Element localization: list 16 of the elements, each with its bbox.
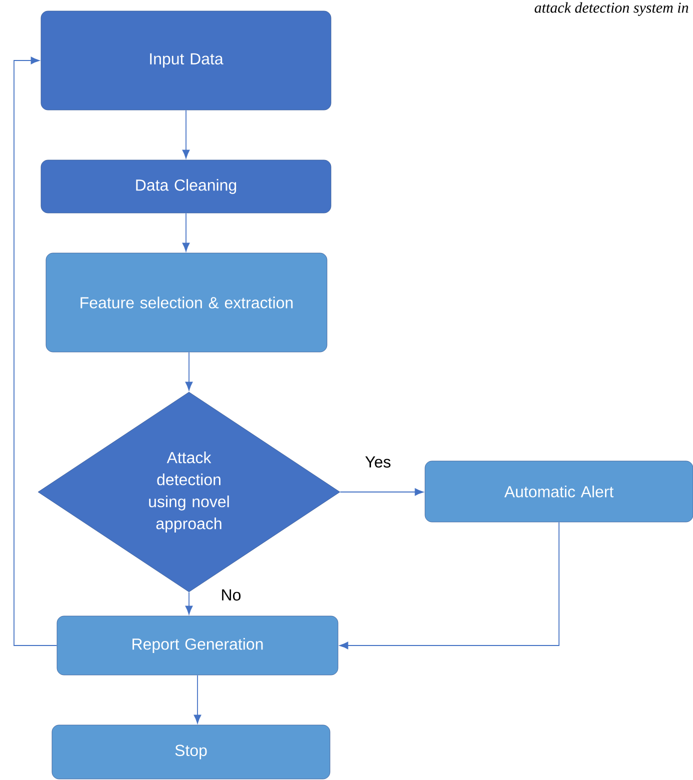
arrow <box>340 488 424 496</box>
arrow <box>340 522 560 650</box>
arrow <box>194 674 202 724</box>
arrow <box>182 212 190 252</box>
caption-text: attack detection system in <box>534 2 688 16</box>
arrow <box>14 56 58 646</box>
process-box: Stop <box>52 724 330 780</box>
process-box: Feature selection & extraction <box>46 252 328 352</box>
process-box: Input Data <box>40 10 332 110</box>
process-box: Report Generation <box>56 616 338 676</box>
edge-label: Yes <box>364 455 392 469</box>
arrow <box>185 592 193 614</box>
process-box: Automatic Alert <box>424 460 693 522</box>
arrow <box>185 352 193 390</box>
process-box: Data Cleaning <box>40 160 332 214</box>
arrow <box>182 110 190 158</box>
